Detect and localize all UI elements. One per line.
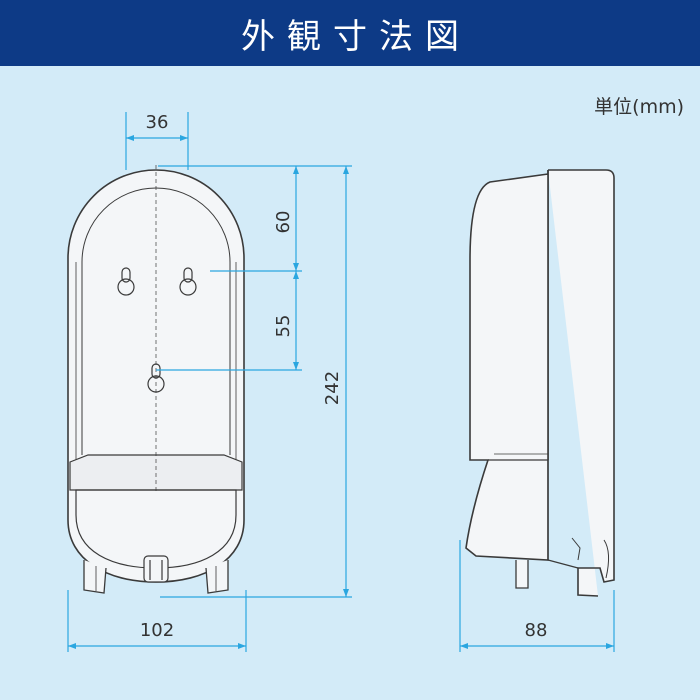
dimension-lines xyxy=(67,112,615,652)
side-body xyxy=(465,170,549,561)
front-view xyxy=(67,165,245,594)
keyhole-left xyxy=(117,267,135,296)
dim-upper-height: 60 xyxy=(273,211,294,234)
page-title: 外観寸法図 xyxy=(241,16,471,57)
side-view xyxy=(465,169,615,597)
front-inner-outline xyxy=(81,187,231,455)
front-leg-left xyxy=(83,560,107,594)
dim-bottom-width: 102 xyxy=(140,620,174,641)
keyhole-right xyxy=(179,267,197,296)
side-back-plate xyxy=(548,169,615,597)
front-leg-right xyxy=(205,560,229,594)
side-lower xyxy=(547,460,579,569)
side-nozzle xyxy=(515,560,529,589)
dim-depth: 88 xyxy=(525,620,548,641)
header-bar: 外観寸法図 xyxy=(0,0,700,66)
keyhole-center xyxy=(147,363,165,393)
dim-lower-height: 55 xyxy=(273,315,294,338)
dimension-arrows xyxy=(68,135,614,649)
front-cover-band xyxy=(69,454,243,491)
dim-top-width: 36 xyxy=(146,112,169,133)
front-nozzle xyxy=(143,555,169,583)
unit-label: 単位(mm) xyxy=(594,96,684,118)
dim-total-height: 242 xyxy=(322,371,343,405)
